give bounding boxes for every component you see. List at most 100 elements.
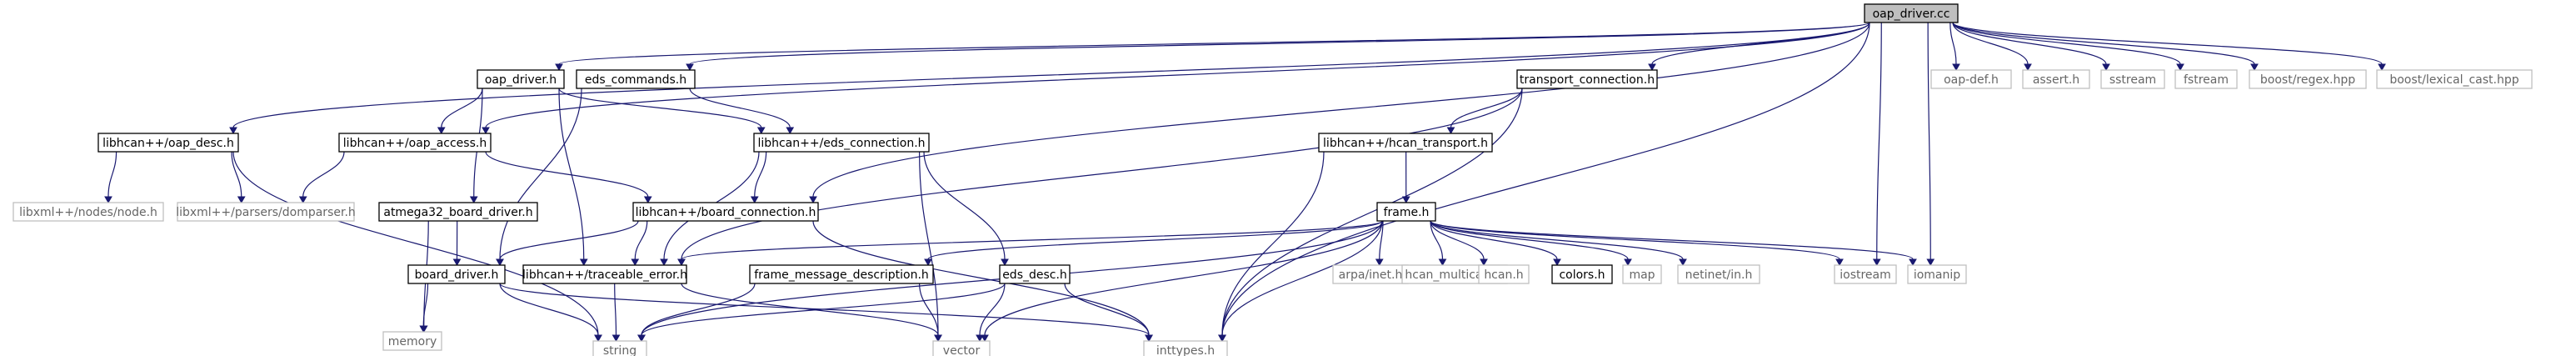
node-box (1551, 264, 1613, 284)
edge-oap_driver_h-to-traceable_error_h (558, 88, 585, 260)
node-box (1930, 69, 2012, 89)
node-assert-h: assert.h (2022, 69, 2090, 89)
edge-arrowhead-root-to-assert_h (2024, 63, 2032, 72)
edge-arrowhead-root-to-sstream (2102, 63, 2110, 72)
edge-arrowhead-eds_desc_h-to-inttypes (1145, 334, 1153, 343)
edge-arrowhead-root-to-transport_connection_h (1648, 63, 1656, 72)
edge-arrowhead-oap_access_h-to-board_connection_h (643, 196, 652, 204)
node-box (2249, 69, 2367, 89)
edge-frame_h-to-inttypes (1221, 220, 1383, 336)
node-frame-h[interactable]: frame.h (1376, 202, 1436, 222)
edge-root-to-iomanip (1927, 22, 1931, 260)
edge-root-to-boost_lexical (1952, 22, 2383, 65)
edge-arrowhead-board_driver_h-to-memory (419, 325, 428, 333)
node-eds-commands-h[interactable]: eds_commands.h (576, 69, 696, 89)
edge-frame_msg_desc_h-to-vector (919, 283, 939, 336)
node-board-driver-h[interactable]: board_driver.h (407, 264, 506, 284)
node-box (1864, 3, 1959, 23)
node-box (477, 69, 565, 89)
edge-arrowhead-frame_msg_desc_h-to-vector (934, 334, 942, 343)
edge-oap_access_h-to-board_connection_h (485, 151, 649, 198)
edge-root-to-transport_connection_h (1651, 22, 1870, 65)
edge-arrowhead-frame_h-to-netinet_in (1679, 258, 1687, 267)
edge-oap_driver_h-to-oap_access_h (441, 88, 483, 128)
node-label: arpa/inet.h (1339, 268, 1403, 282)
node-colors-h[interactable]: colors.h (1551, 264, 1613, 284)
node-box (1318, 133, 1493, 153)
edge-arrowhead-oap_access_h-to-libxml_dom (298, 196, 307, 204)
edge-arrowhead-eds_desc_h-to-string (637, 334, 646, 343)
node-box (1907, 264, 1967, 284)
node-label: transport_connection.h (1520, 73, 1655, 87)
edge-frame_h-to-hcan_h (1430, 220, 1485, 260)
edge-root-to-oap_driver_h (558, 22, 1870, 65)
edge-arrowhead-frame_h-to-iomanip (1909, 258, 1917, 267)
node-eds-desc-h[interactable]: eds_desc.h (999, 264, 1071, 284)
edge-frame_h-to-iostream (1430, 220, 1840, 260)
edge-eds_commands_h-to-board_driver_h (499, 88, 582, 260)
node-label: string (603, 344, 637, 356)
edge-traceable_error_h-to-string (614, 283, 617, 336)
node-label: libhcan++/oap_access.h (343, 137, 487, 150)
node-box (1143, 340, 1228, 356)
edge-arrowhead-board_connection_h-to-board_driver_h (496, 258, 504, 267)
edge-frame_h-to-map (1430, 220, 1629, 260)
node-oap-access-h[interactable]: libhcan++/oap_access.h (338, 133, 492, 153)
node-box (378, 202, 538, 222)
node-label: netinet/in.h (1685, 268, 1753, 282)
edge-root-to-sstream (1952, 22, 2107, 65)
edge-arrowhead-frame_h-to-frame_msg_desc_h (924, 258, 932, 267)
edge-arrowhead-root-to-eds_commands_h (686, 63, 694, 72)
node-label: atmega32_board_driver.h (383, 206, 532, 219)
edge-frame_h-to-arpa_inet (1379, 220, 1384, 260)
node-box (576, 69, 696, 89)
node-box (592, 340, 647, 356)
node-label: frame_message_description.h (754, 268, 929, 282)
node-box (97, 133, 239, 153)
node-oap-desc-h[interactable]: libhcan++/oap_desc.h (97, 133, 239, 153)
node-arpa-inet: arpa/inet.h (1332, 264, 1409, 284)
node-eds-connection-h[interactable]: libhcan++/eds_connection.h (753, 133, 930, 153)
node-label: libhcan++/oap_desc.h (102, 137, 234, 150)
node-oap-driver-h[interactable]: oap_driver.h (477, 69, 565, 89)
edge-eds_connection_h-to-board_connection_h (754, 151, 767, 198)
edge-arrowhead-root-to-board_connection_h (809, 196, 817, 204)
edge-arrowhead-frame_h-to-inttypes (1218, 334, 1226, 343)
node-iomanip: iomanip (1907, 264, 1967, 284)
edge-arrowhead-root-to-oap_desc_h (229, 127, 237, 135)
node-frame-msg-desc-h[interactable]: frame_message_description.h (749, 264, 934, 284)
node-label: oap_driver.h (485, 73, 557, 87)
node-label: eds_commands.h (585, 73, 686, 87)
edge-traceable_error_h-to-vector (681, 283, 939, 336)
node-fstream: fstream (2174, 69, 2238, 89)
edge-arrowhead-root-to-iomanip (1926, 258, 1935, 267)
node-board-connection-h[interactable]: libhcan++/board_connection.h (632, 202, 819, 222)
edge-arrowhead-eds_connection_h-to-eds_desc_h (1001, 258, 1009, 267)
node-box (2022, 69, 2090, 89)
node-hcan-transport-h[interactable]: libhcan++/hcan_transport.h (1318, 133, 1493, 153)
node-atmega32[interactable]: atmega32_board_driver.h (378, 202, 538, 222)
edge-eds_desc_h-to-vector (979, 283, 1006, 336)
node-transport-connection-h[interactable]: transport_connection.h (1516, 69, 1658, 89)
node-root[interactable]: oap_driver.cc (1864, 3, 1959, 23)
edge-root-to-oap_def_h (1949, 22, 1957, 65)
node-box (338, 133, 492, 153)
edge-arrowhead-hcan_transport_h-to-frame_h (1401, 196, 1410, 204)
edge-arrowhead-board_connection_h-to-traceable_error_h (631, 258, 640, 267)
edge-frame_h-to-iomanip (1430, 220, 1914, 260)
node-label: libhcan++/eds_connection.h (757, 137, 925, 150)
node-traceable-error-h[interactable]: libhcan++/traceable_error.h (522, 264, 687, 284)
edge-eds_desc_h-to-inttypes (1064, 283, 1150, 336)
edge-board_driver_h-to-memory (422, 283, 429, 327)
node-box (632, 202, 819, 222)
edge-arrowhead-oap_driver_h-to-traceable_error_h (579, 258, 588, 267)
node-box (2174, 69, 2238, 89)
node-box (2376, 69, 2533, 89)
node-box (1622, 264, 1662, 284)
edge-arrowhead-frame_h-to-traceable_error_h (677, 258, 686, 267)
edge-transport_connection_h-to-inttypes (1221, 88, 1523, 336)
edge-root-to-oap_access_h (485, 22, 1870, 128)
node-box (749, 264, 934, 284)
edge-root-to-inttypes (1221, 22, 1870, 336)
